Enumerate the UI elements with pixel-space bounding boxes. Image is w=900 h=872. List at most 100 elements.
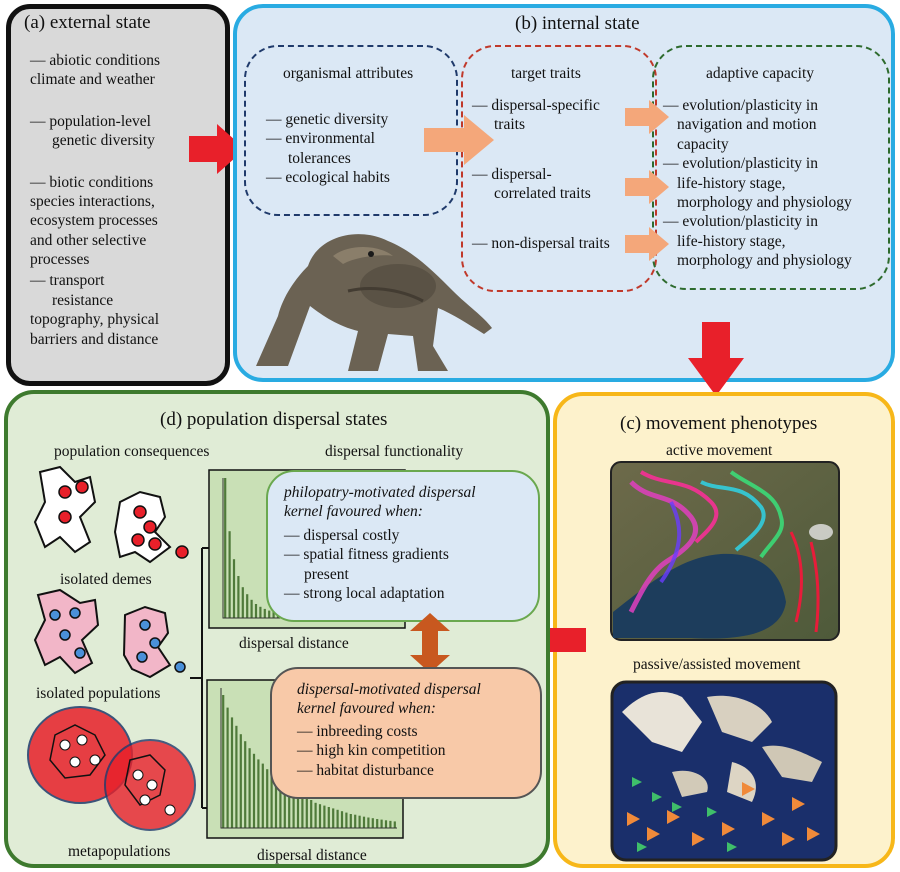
trait-item: — dispersal-correlated traits <box>472 165 652 204</box>
attribute-line: — ecological habits <box>266 169 390 187</box>
dispersal-condition: — inbreeding costs <box>297 723 418 740</box>
external-state-line: genetic diversity <box>52 132 155 150</box>
adaptive-capacity-box <box>652 45 890 290</box>
chart-2-bar <box>288 787 291 828</box>
chart-2-bar <box>358 815 361 828</box>
capacity-heading: adaptive capacity <box>706 65 815 82</box>
panel-b-title: (b) internal state <box>515 13 640 34</box>
chart-1-bar <box>250 599 253 618</box>
philopatry-condition: present <box>304 565 349 583</box>
attributes-heading: organismal attributes <box>283 65 414 82</box>
dispersal-functionality-heading: dispersal functionality <box>325 443 464 460</box>
chart-2-bar <box>305 798 308 828</box>
chart-2-bar <box>296 793 300 828</box>
chart-2-bar <box>336 809 339 828</box>
komodo-dragon-image <box>256 234 492 371</box>
external-state-line: processes <box>30 251 90 268</box>
chart-2-bar <box>252 753 256 828</box>
target-traits-box <box>461 45 657 292</box>
red-arrow-b-to-c <box>688 322 744 396</box>
chart-2-bar <box>314 802 317 828</box>
chart-2-bar <box>310 800 313 828</box>
double-arrow <box>410 613 450 673</box>
external-state-item: — population-level genetic diversity <box>30 112 226 151</box>
chart-2-bar <box>274 777 278 828</box>
chart-2-axes <box>220 688 397 829</box>
external-state-line: — abiotic conditions <box>30 52 161 69</box>
chart-2-bar <box>301 795 304 828</box>
chart-2-bar <box>332 808 335 828</box>
passive-movement-label: passive/assisted movement <box>633 656 801 673</box>
trait-line: — dispersal-specific <box>472 97 600 114</box>
capacity-line: morphology and physiology <box>677 193 852 211</box>
orange-arrow-attributes-to-traits <box>424 115 494 165</box>
chart-1-bar <box>263 608 266 618</box>
chart-1-bar <box>259 606 262 618</box>
chart-2-bar <box>349 814 352 828</box>
chart-1-bar <box>246 594 249 618</box>
chart-1-bar <box>232 559 236 618</box>
isolated-demes-graphic <box>33 465 189 564</box>
dispersal-condition: — high kin competition <box>297 742 446 760</box>
chart-1-bar <box>228 531 231 618</box>
philopatry-condition: — strong local adaptation <box>284 585 445 603</box>
external-state-line: — population-level <box>30 112 151 130</box>
attribute-line: — environmental <box>266 130 375 148</box>
label-metapopulations: metapopulations <box>68 843 171 860</box>
capacity-line: life-history stage, <box>677 232 786 250</box>
active-movement-map <box>610 461 840 641</box>
dispersal-card <box>270 667 542 799</box>
capacity-line: capacity <box>677 135 729 153</box>
external-state-line: and other selective <box>30 231 147 249</box>
chart-2-bar <box>393 821 396 828</box>
chart-2-bar <box>230 717 234 828</box>
label-isolated-demes: isolated demes <box>60 571 152 588</box>
philopatry-heading-line: philopatry-motivated dispersal <box>284 484 476 501</box>
orange-arrow-trait-2 <box>625 170 669 204</box>
philopatry-condition: — dispersal costly <box>284 527 400 544</box>
trait-line: correlated traits <box>494 185 591 203</box>
passive-movement-map <box>610 680 838 862</box>
traits-heading: target traits <box>511 65 581 82</box>
external-state-line: resistance <box>52 291 114 309</box>
chart-1-bar <box>254 604 258 618</box>
capacity-line: — evolution/plasticity in <box>663 155 818 173</box>
panel-a-list: — abiotic conditions climate and weather —… <box>30 51 226 349</box>
chart-2-bar <box>327 807 330 828</box>
philopatry-list: — dispersal costly — spatial fitness grad… <box>284 526 534 604</box>
external-state-line: species interactions, <box>30 192 155 210</box>
dispersal-heading-line: dispersal-motivated dispersal <box>297 681 481 698</box>
philopatry-condition: — spatial fitness gradients <box>284 546 449 564</box>
chart-1-xlabel: dispersal distance <box>239 635 349 652</box>
capacity-line: life-history stage, <box>677 174 786 192</box>
chart-2-bar <box>226 707 229 828</box>
philopatry-card <box>266 470 540 622</box>
metapopulations-graphic <box>27 706 196 831</box>
chart-1-bar <box>224 478 227 618</box>
chart-2-bar <box>367 817 370 828</box>
external-state-line: ecosystem processes <box>30 212 158 230</box>
chart-2-bar <box>235 725 238 828</box>
chart-2-bar <box>257 759 260 828</box>
chart-1-bar <box>241 587 244 618</box>
dispersal-condition: — habitat disturbance <box>297 761 434 779</box>
dispersal-list: — inbreeding costs — high kin competition… <box>297 722 537 780</box>
external-state-line: topography, physical <box>30 311 159 329</box>
chart-2-xlabel: dispersal distance <box>257 847 367 864</box>
trait-item: — non-dispersal traits <box>472 234 652 253</box>
chart-2-bar <box>279 780 282 828</box>
chart-2-bar <box>318 804 322 828</box>
chart-2-bar <box>222 695 225 828</box>
chart-2-bar <box>323 805 326 828</box>
chart-2-bar <box>362 816 366 828</box>
external-state-line: climate and weather <box>30 71 155 89</box>
chart-2-bar <box>376 819 379 828</box>
